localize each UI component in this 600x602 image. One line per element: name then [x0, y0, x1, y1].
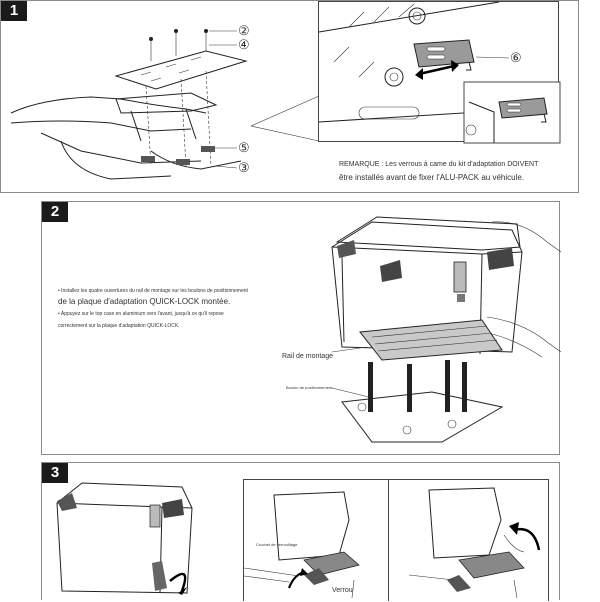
- step1-number: 1: [1, 1, 27, 21]
- step2-line3: • Appuyez sur le top case en aluminium v…: [58, 311, 224, 317]
- callout-2: ②: [238, 23, 250, 38]
- step1-panel: 1 ② ④: [0, 0, 579, 193]
- callout-5: ⑤: [238, 140, 250, 155]
- lock-detail-closed-drawing: [408, 487, 541, 599]
- lock-detail-open-drawing: [243, 491, 360, 599]
- cam-lock-detail-box: ⑥: [318, 1, 561, 144]
- step2-number: 2: [42, 202, 68, 222]
- motorcycle-rack-drawing: [10, 29, 320, 180]
- lock-detail-open: Crochet de verrouillage Verrou: [243, 479, 389, 601]
- label-rail-de-montage: Rail de montage: [282, 353, 333, 360]
- step1-note-line1: REMARQUE : Les verrous à came du kit d'a…: [339, 161, 539, 168]
- lock-detail-closed: [389, 479, 549, 601]
- callout-4: ④: [238, 37, 250, 52]
- step2-line4: correctement sur la plaque d'adaptation …: [58, 323, 180, 329]
- top-case-lock-drawing: [56, 482, 193, 595]
- step2-panel: 2 • Installez les quatre ouvertures du r…: [41, 201, 562, 455]
- label-boulon-de-positionnement: Boulon de positionnement: [286, 385, 333, 390]
- step2-line2: de la plaque d'adaptation QUICK-LOCK mon…: [58, 297, 231, 306]
- cam-lock-detail-drawing: [318, 1, 561, 144]
- callout-3: ③: [238, 160, 250, 175]
- label-crochet-de-verrouillage: Crochet de verrouillage: [256, 542, 298, 547]
- step3-panel: 3 Crochet de verrouillage Verrou: [41, 462, 560, 601]
- step1-note-line2: être installés avant de fixer l'ALU-PACK…: [339, 173, 525, 182]
- label-verrou: Verrou: [332, 587, 353, 594]
- top-case-mounting-drawing: [331, 216, 562, 443]
- step2-line1: • Installez les quatre ouvertures du rai…: [58, 288, 248, 294]
- step3-number: 3: [42, 463, 68, 483]
- callout-6: ⑥: [510, 50, 522, 65]
